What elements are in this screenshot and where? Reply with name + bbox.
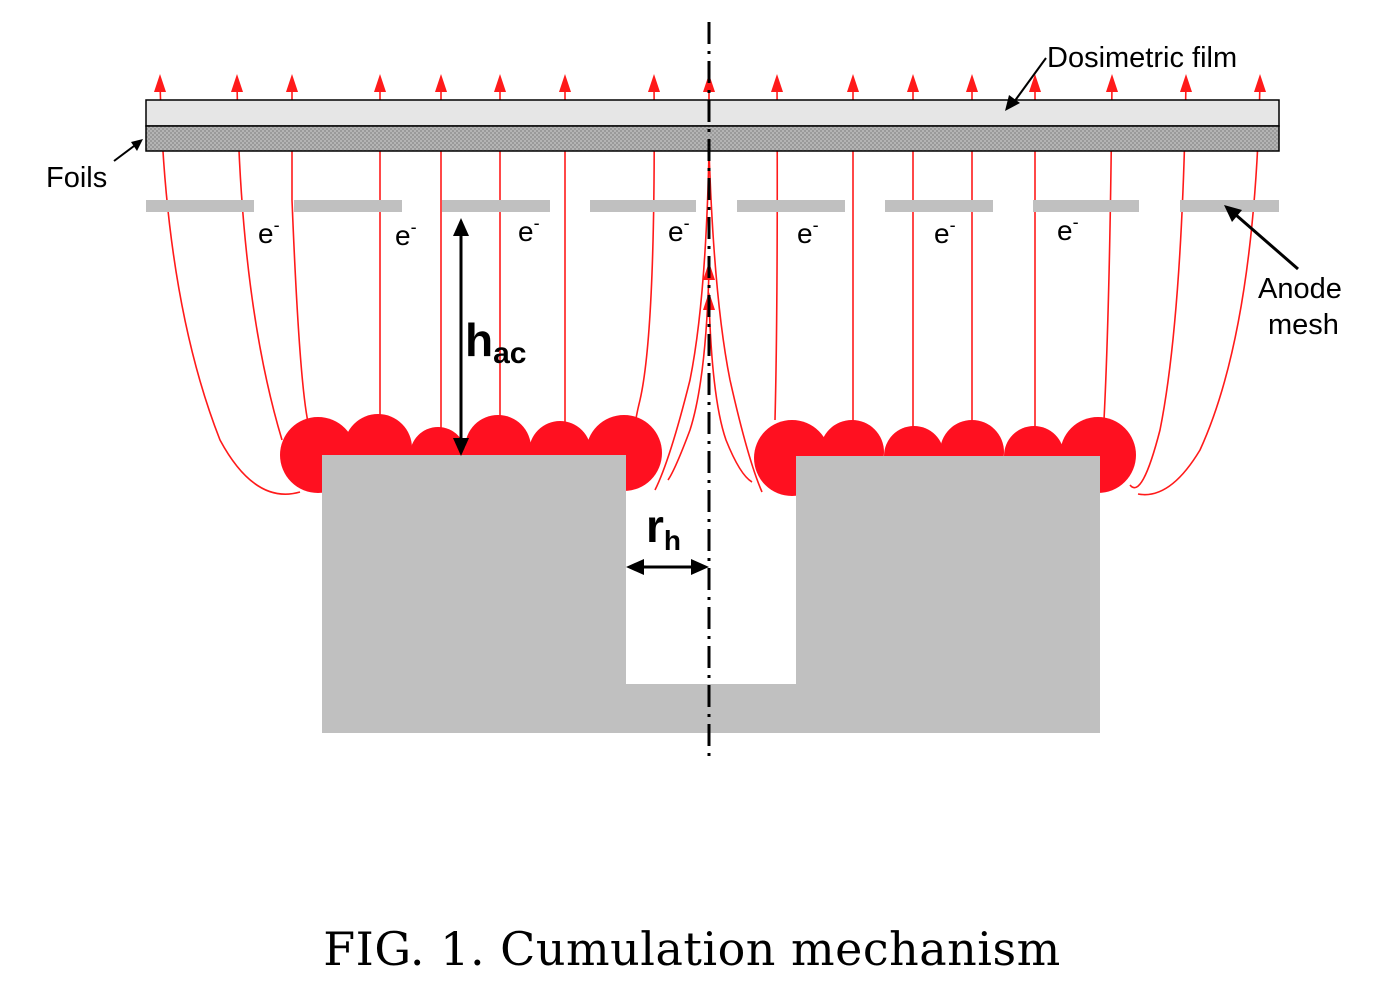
foils-label: Foils xyxy=(46,162,107,194)
arrow-head-icon xyxy=(907,74,919,92)
r-h-label: rh xyxy=(646,500,681,556)
foils-layer xyxy=(145,125,1280,152)
h-ac-label: hac xyxy=(465,314,526,370)
anode-mesh xyxy=(146,200,1279,212)
film-callout: Dosimetric film xyxy=(1005,42,1237,111)
arrow-head-icon xyxy=(231,74,243,92)
arrow-head-icon xyxy=(626,559,644,575)
arrow-head-icon xyxy=(154,74,166,92)
arrow-head-icon xyxy=(374,74,386,92)
arrow-head-icon xyxy=(453,218,469,236)
arrow-head-icon xyxy=(847,74,859,92)
electron-label: e- xyxy=(934,215,956,249)
arrow-head-icon xyxy=(435,74,447,92)
mesh-segment xyxy=(1180,200,1279,212)
anode-callout: Anode mesh xyxy=(1224,205,1342,341)
cathode xyxy=(322,455,1100,733)
arrow-head-icon xyxy=(691,559,709,575)
arrow-head-icon xyxy=(771,74,783,92)
mesh-segment xyxy=(146,200,254,212)
mesh-segment xyxy=(885,200,993,212)
electron-label: e- xyxy=(395,217,417,251)
foils-callout: Foils xyxy=(46,139,143,194)
arrow-head-icon xyxy=(648,74,660,92)
mesh-segment xyxy=(737,200,845,212)
h-ac-dimension: hac xyxy=(453,218,526,456)
electron-label: e- xyxy=(1057,212,1079,246)
arrow-head-icon xyxy=(1029,74,1041,92)
field-line xyxy=(667,269,710,481)
mesh-segment xyxy=(1033,200,1139,212)
arrow-head-icon xyxy=(1254,74,1266,92)
figure-caption: FIG. 1. Cumulation mechanism xyxy=(323,922,1061,976)
arrow-head-icon xyxy=(453,438,469,456)
electron-labels: e- e- e- e- e- e- e- xyxy=(258,212,1079,251)
r-h-dimension: rh xyxy=(626,500,709,575)
anode-label-line1: Anode xyxy=(1258,273,1342,305)
foils-pointer-line xyxy=(113,145,135,162)
field-line xyxy=(1129,81,1187,489)
field-line xyxy=(159,81,301,495)
field-line xyxy=(708,299,753,483)
cathode-base xyxy=(322,684,1100,733)
dosimetric-film xyxy=(145,99,1280,127)
mesh-segment xyxy=(590,200,696,212)
field-line xyxy=(708,149,763,493)
arrow-head-icon xyxy=(966,74,978,92)
electron-label: e- xyxy=(518,213,540,247)
arrow-head-icon xyxy=(494,74,506,92)
arrow-head-icon xyxy=(559,74,571,92)
electron-label: e- xyxy=(258,215,280,249)
film-label: Dosimetric film xyxy=(1047,42,1237,74)
arrow-head-icon xyxy=(1106,74,1118,92)
arrow-head-icon xyxy=(1180,74,1192,92)
electron-label: e- xyxy=(797,215,819,249)
anode-pointer-line xyxy=(1235,213,1299,271)
arrow-head-icon xyxy=(1005,95,1020,111)
field-line xyxy=(654,82,710,491)
electron-label: e- xyxy=(668,213,690,247)
arrow-head-icon xyxy=(1224,205,1242,222)
mesh-segment xyxy=(442,200,550,212)
anode-label-line2: mesh xyxy=(1268,309,1339,341)
field-line xyxy=(1137,81,1261,496)
arrow-head-icon xyxy=(286,74,298,92)
arrow-head-icon xyxy=(131,139,143,151)
mesh-segment xyxy=(294,200,402,212)
film-pointer-line xyxy=(1013,57,1047,103)
